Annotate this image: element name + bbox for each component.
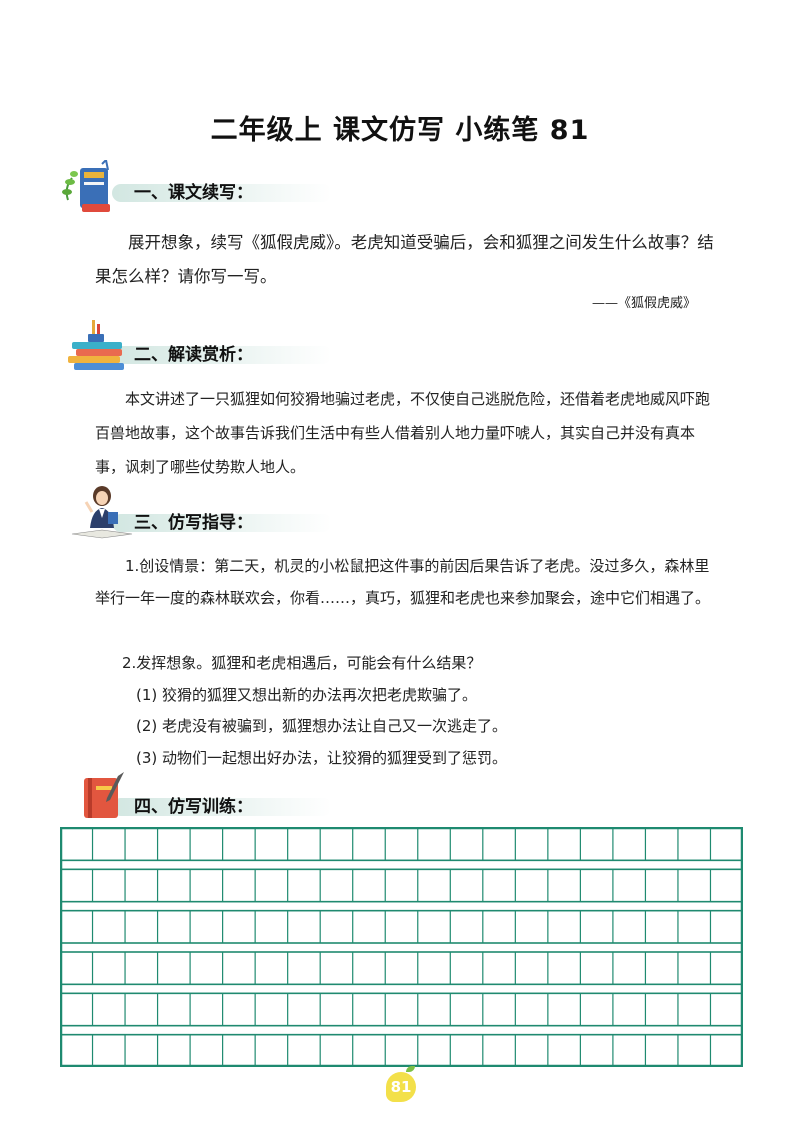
book-stack-with-plant-icon (62, 160, 110, 212)
grid-row[interactable] (60, 1033, 743, 1068)
grid-row[interactable] (60, 868, 743, 903)
section-3-swoosh (112, 514, 332, 532)
page-title: 二年级上 课文仿写 小练笔 81 (210, 115, 590, 146)
section-2-title: 二、解读赏析： (134, 345, 253, 365)
writing-grid-svg[interactable] (59, 826, 744, 1068)
section-4-swoosh (112, 798, 332, 816)
page-number-badge: 81 (386, 1072, 416, 1102)
section-4-header: 四、仿写训练： (62, 770, 462, 830)
section-2-swoosh (112, 346, 332, 364)
teacher-icon (71, 486, 133, 539)
guide-subitem-1: (1) 狡猾的狐狸又想出新的办法再次把老虎欺骗了。 (136, 686, 478, 704)
guide-subitem-3: (3) 动物们一起想出好办法，让狡猾的狐狸受到了惩罚。 (136, 749, 508, 767)
grid-row[interactable] (60, 951, 743, 986)
book-pile-with-pencils-icon (68, 320, 124, 370)
task-source: ——《狐假虎威》 (591, 296, 696, 311)
section-2-header: 二、解读赏析： (62, 318, 462, 378)
leaf-decoration (406, 1066, 415, 1072)
section-3-title: 三、仿写指导： (134, 513, 253, 533)
section-1-title: 一、课文续写： (134, 183, 253, 203)
notebook-pen-icon (84, 772, 124, 818)
practice-writing-grid[interactable] (59, 826, 744, 1068)
task-prompt: 展开想象，续写《狐假虎威》。老虎知道受骗后，会和狐狸之间发生什么故事？结果怎么样… (95, 233, 714, 286)
grid-row[interactable] (60, 827, 743, 862)
grid-row[interactable] (60, 992, 743, 1027)
guide-item-2: 2.发挥想象。狐狸和老虎相遇后，可能会有什么结果？ (122, 654, 482, 672)
section-1-swoosh (112, 184, 332, 202)
section-3-header: 三、仿写指导： (62, 484, 462, 544)
grid-outer-border (59, 826, 744, 1068)
analysis-text: 本文讲述了一只狐狸如何狡猾地骗过老虎，不仅使自己逃脱危险，还借着老虎地威风吓跑百… (95, 390, 711, 476)
grid-row[interactable] (60, 909, 743, 944)
section-1-header: 一、课文续写： (62, 160, 462, 220)
guide-item-1: 1.创设情景：第二天，机灵的小松鼠把这件事的前因后果告诉了老虎。没过多久，森林里… (95, 557, 711, 607)
guide-subitem-2: (2) 老虎没有被骗到，狐狸想办法让自己又一次逃走了。 (136, 717, 508, 735)
section-4-title: 四、仿写训练： (134, 797, 253, 817)
